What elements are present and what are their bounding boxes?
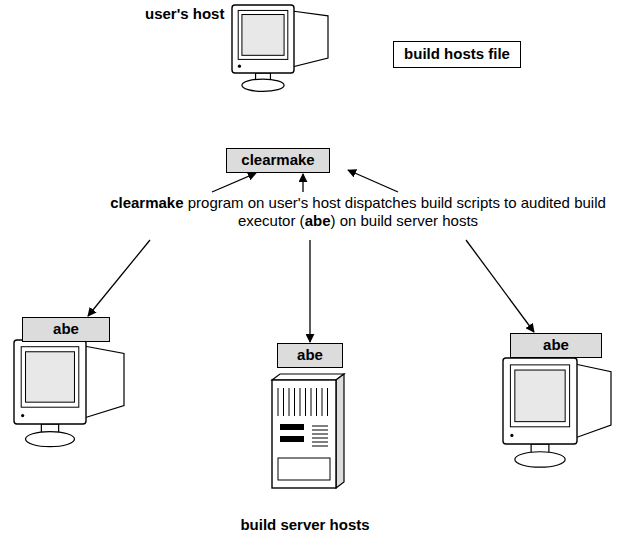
- pointer-arrow: [88, 240, 150, 316]
- program-box: clearmake: [226, 148, 330, 173]
- box-label: abe: [53, 321, 79, 338]
- box-label: abe: [543, 337, 569, 354]
- program-box: abe: [510, 333, 602, 358]
- pointer-arrow: [466, 240, 534, 332]
- host-label: user's host: [145, 5, 265, 23]
- description-note: clearmake program on user's host dispatc…: [108, 194, 608, 230]
- group-label: build server hosts: [205, 516, 405, 534]
- monitor-icon: [14, 340, 124, 447]
- pointer-arrow: [309, 240, 310, 342]
- box-label: build hosts file: [404, 46, 510, 63]
- file-box: build hosts file: [393, 41, 521, 68]
- program-box: abe: [22, 317, 110, 342]
- program-box: abe: [277, 343, 343, 368]
- monitor-icon: [232, 5, 328, 91]
- pointer-arrow: [348, 170, 398, 192]
- server-tower-icon: [272, 374, 344, 488]
- box-label: clearmake: [241, 152, 314, 169]
- box-label: abe: [297, 347, 323, 364]
- monitor-icon: [503, 358, 611, 467]
- pointer-arrow: [302, 174, 303, 192]
- pointer-arrow: [212, 173, 256, 192]
